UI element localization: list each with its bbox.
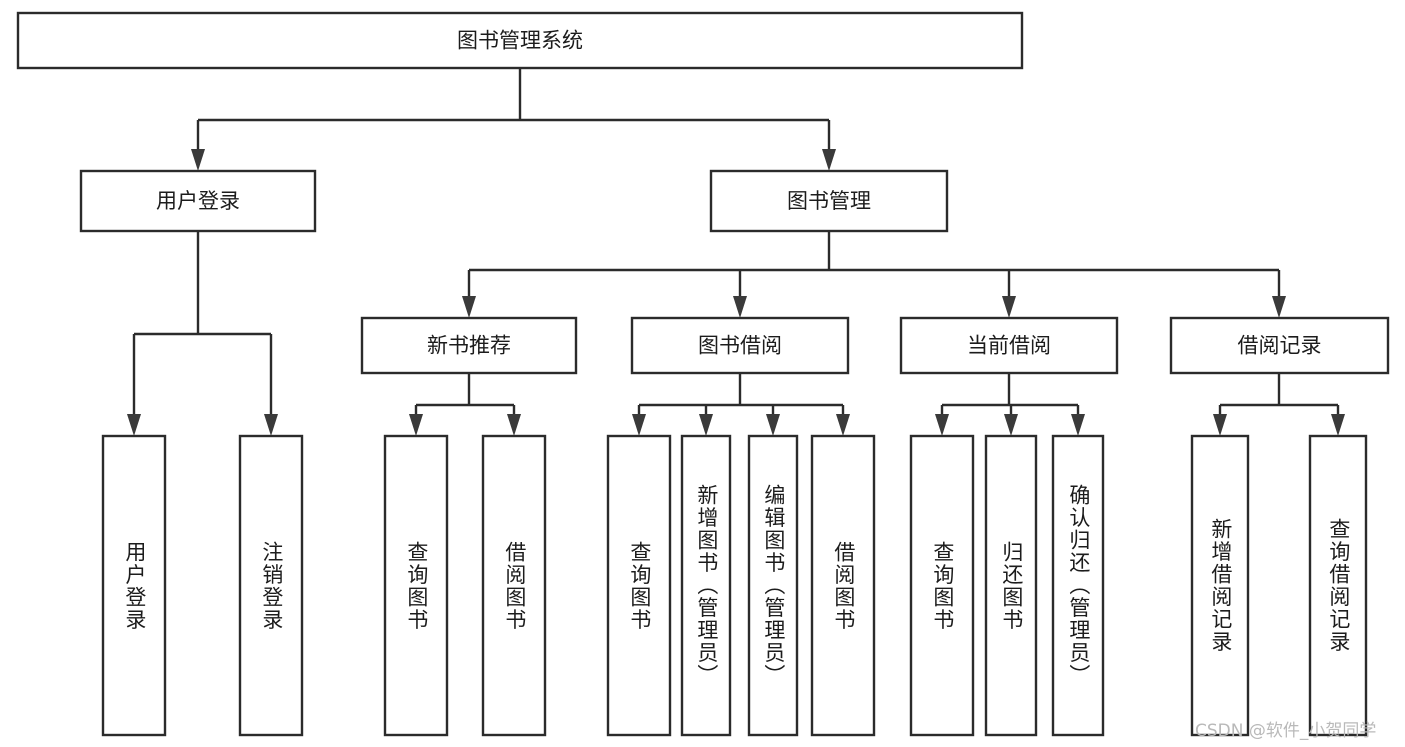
connector-bus-borrow-record (1213, 373, 1345, 436)
node-box-leaf-logout[interactable] (238, 434, 304, 737)
node-label-new-book-rec: 新书推荐 (427, 334, 511, 358)
arrow-head-icon (409, 414, 423, 436)
node-box-leaf-return-book[interactable] (984, 434, 1038, 737)
node-box-leaf-query-book-1[interactable] (383, 434, 449, 737)
node-box-new-book-rec[interactable] (360, 316, 578, 375)
node-box-leaf-edit-book[interactable] (747, 434, 799, 737)
arrow-head-icon (191, 149, 205, 171)
node-label-current-borrow: 当前借阅 (967, 334, 1051, 358)
connector-bus-current-borrow (935, 373, 1085, 436)
node-box-leaf-query-record[interactable] (1308, 434, 1368, 737)
node-box-current-borrow[interactable] (899, 316, 1119, 375)
node-label-book-borrow: 图书借阅 (698, 334, 782, 358)
node-box-root[interactable] (16, 11, 1024, 70)
arrow-head-icon (1004, 414, 1018, 436)
arrow-head-icon (264, 414, 278, 436)
node-box-leaf-borrow-book-2[interactable] (810, 434, 876, 737)
node-label-book-manage: 图书管理 (787, 189, 871, 213)
node-label-borrow-record: 借阅记录 (1238, 334, 1322, 358)
node-box-leaf-query-book-3[interactable] (909, 434, 975, 737)
node-box-book-manage[interactable] (709, 169, 949, 233)
node-box-leaf-borrow-book-1[interactable] (481, 434, 547, 737)
node-box-leaf-confirm-return[interactable] (1051, 434, 1105, 737)
arrow-head-icon (766, 414, 780, 436)
arrow-head-icon (822, 149, 836, 171)
arrow-head-icon (1071, 414, 1085, 436)
connector-bus-new-book-rec (409, 373, 521, 436)
node-box-leaf-query-book-2[interactable] (606, 434, 672, 737)
connector-bus-root (191, 68, 836, 171)
node-box-leaf-user-login[interactable] (101, 434, 167, 737)
connector-bus-book-borrow (632, 373, 850, 436)
node-box-user-login[interactable] (79, 169, 317, 233)
arrow-head-icon (836, 414, 850, 436)
node-box-borrow-record[interactable] (1169, 316, 1390, 375)
boxes-layer (16, 11, 1390, 737)
arrow-head-icon (935, 414, 949, 436)
arrow-head-icon (1331, 414, 1345, 436)
connectors-layer (127, 68, 1345, 436)
arrow-head-icon (127, 414, 141, 436)
connector-bus-user-login (127, 231, 278, 436)
node-label-root: 图书管理系统 (457, 29, 583, 53)
node-box-leaf-add-record[interactable] (1190, 434, 1250, 737)
arrow-head-icon (632, 414, 646, 436)
node-label-user-login: 用户登录 (156, 189, 240, 213)
arrow-head-icon (462, 296, 476, 318)
arrow-head-icon (1002, 296, 1016, 318)
node-box-leaf-add-book[interactable] (680, 434, 732, 737)
arrow-head-icon (1213, 414, 1227, 436)
csdn-watermark: CSDN @软件_小贺同学 (1195, 721, 1377, 741)
arrow-head-icon (699, 414, 713, 436)
arrow-head-icon (507, 414, 521, 436)
arrow-head-icon (733, 296, 747, 318)
connector-bus-book-manage (462, 231, 1286, 318)
node-box-book-borrow[interactable] (630, 316, 850, 375)
arrow-head-icon (1272, 296, 1286, 318)
